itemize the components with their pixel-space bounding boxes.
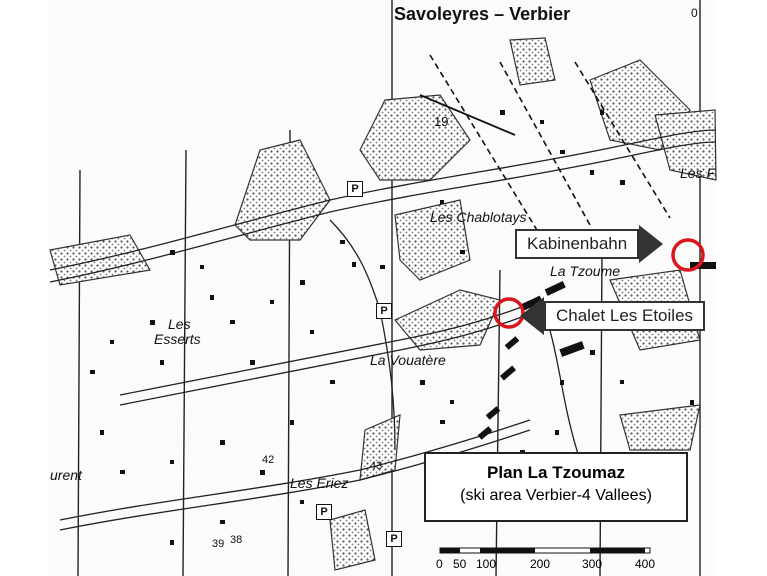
place-les-chablotays: Les Chablotays bbox=[430, 209, 527, 225]
place-la-tzoume: La Tzoume bbox=[550, 263, 621, 279]
legend-subtitle: (ski area Verbier-4 Vallees) bbox=[460, 487, 652, 504]
parking-icon: P bbox=[386, 531, 402, 547]
number-43: 43 bbox=[370, 460, 383, 472]
map-top-title: Savoleyres – Verbier bbox=[394, 4, 571, 24]
legend-title: Plan La Tzoumaz bbox=[487, 463, 625, 482]
kabinenbahn-label: Kabinenbahn bbox=[515, 229, 640, 259]
lift-lines bbox=[429, 54, 671, 236]
buildings bbox=[90, 110, 694, 545]
edge-label-left: urent bbox=[50, 467, 82, 483]
scale-label: 300 bbox=[582, 557, 603, 571]
arrow-right-icon bbox=[639, 225, 664, 263]
chalet-callout[interactable]: Chalet Les Etoiles bbox=[520, 297, 706, 335]
number-38: 38 bbox=[230, 534, 243, 546]
parking-icon: P bbox=[347, 181, 363, 197]
map-legend-box: Plan La Tzoumaz (ski area Verbier-4 Vall… bbox=[424, 452, 688, 522]
kabinenbahn-callout[interactable]: Kabinenbahn bbox=[515, 225, 664, 263]
scale-label: 200 bbox=[530, 557, 551, 571]
number-39: 39 bbox=[212, 538, 225, 550]
number-42: 42 bbox=[262, 454, 275, 466]
place-les-esserts-line2: Esserts bbox=[154, 331, 201, 347]
scale-bar bbox=[439, 547, 651, 554]
scale-label: 0 bbox=[436, 557, 443, 571]
kabinenbahn-marker[interactable] bbox=[671, 238, 705, 272]
lift-number-19: 19 bbox=[434, 114, 449, 129]
scale-label: 400 bbox=[635, 557, 656, 571]
edge-label-right: Les F bbox=[680, 165, 716, 181]
place-les-esserts-line1: Les bbox=[168, 316, 191, 332]
arrow-left-icon bbox=[520, 297, 544, 335]
chalet-label: Chalet Les Etoiles bbox=[544, 301, 706, 331]
scale-label: 100 bbox=[476, 557, 497, 571]
parking-icon: P bbox=[376, 303, 392, 319]
grid-corner-number: 0 bbox=[691, 6, 698, 20]
parking-icon: P bbox=[316, 504, 332, 520]
place-les-eriez: Les Eriez bbox=[290, 475, 349, 491]
scale-label: 50 bbox=[453, 557, 467, 571]
place-la-vouatere: La Vouatère bbox=[370, 352, 446, 368]
